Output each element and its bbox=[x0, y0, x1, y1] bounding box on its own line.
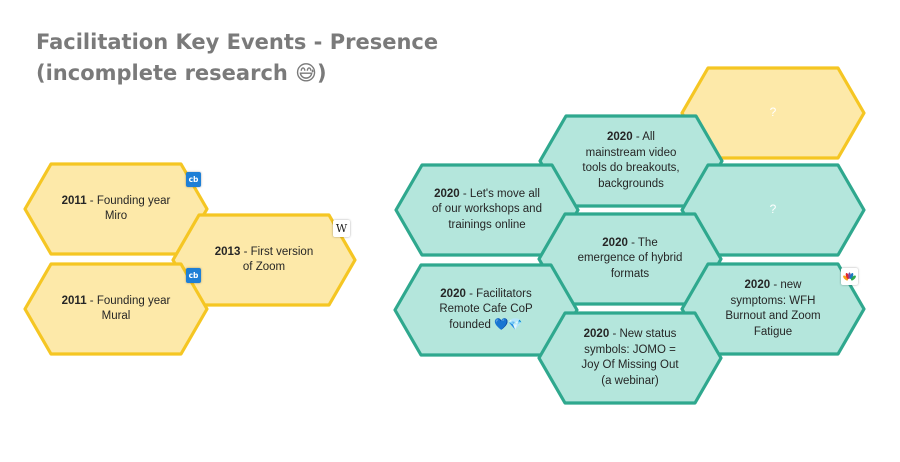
page-title-line-1: Facilitation Key Events - Presence bbox=[36, 30, 439, 54]
hexagon-shape bbox=[680, 262, 866, 356]
event-label-unknown-mid: ? bbox=[769, 202, 777, 217]
event-text: - new symptoms: WFH Burnout and Zoom Fat… bbox=[725, 279, 821, 338]
event-label-miro: 2011 - Founding year Miro bbox=[61, 164, 171, 254]
event-text: - Founding year Mural bbox=[89, 294, 171, 323]
event-hex-zoom[interactable]: 2013 - First version of Zoom bbox=[171, 213, 357, 307]
event-label-jomo: 2020 - New status symbols: JOMO = Joy Of… bbox=[575, 313, 685, 403]
event-hex-wfh[interactable]: 2020 - new symptoms: WFH Burnout and Zoo… bbox=[680, 262, 866, 356]
hexagon-shape bbox=[537, 311, 723, 405]
event-year: 2013 bbox=[214, 245, 241, 258]
event-year: 2020 bbox=[583, 328, 610, 340]
event-label-unknown-top: ? bbox=[769, 105, 777, 120]
event-label-online: 2020 - Let's move all of our workshops a… bbox=[432, 165, 542, 255]
page-title: Facilitation Key Events - Presence (inco… bbox=[36, 27, 438, 89]
crunchbase-icon[interactable]: cb bbox=[186, 172, 201, 187]
event-hex-mural[interactable]: 2011 - Founding year Mural bbox=[23, 262, 209, 356]
hexagon-shape bbox=[680, 66, 866, 160]
event-year: 2020 bbox=[607, 131, 633, 143]
event-text: - Facilitators Remote Cafe CoP founded 💙… bbox=[439, 287, 533, 331]
event-hex-jomo[interactable]: 2020 - New status symbols: JOMO = Joy Of… bbox=[537, 311, 723, 405]
event-hex-unknown-mid[interactable]: ? bbox=[680, 163, 866, 257]
event-label-cop: 2020 - Facilitators Remote Cafe CoP foun… bbox=[431, 265, 541, 355]
event-label-zoom: 2013 - First version of Zoom bbox=[209, 215, 319, 305]
event-label-wfh: 2020 - new symptoms: WFH Burnout and Zoo… bbox=[718, 264, 828, 354]
event-hex-cop[interactable]: 2020 - Facilitators Remote Cafe CoP foun… bbox=[393, 263, 579, 357]
event-text: - All mainstream video tools do breakout… bbox=[582, 131, 680, 190]
hexagon-shape bbox=[23, 262, 209, 356]
event-year: 2020 bbox=[440, 287, 466, 300]
event-label-video-tools: 2020 - All mainstream video tools do bre… bbox=[576, 116, 686, 206]
event-text: - Founding year Miro bbox=[89, 194, 171, 223]
event-year: 2011 bbox=[61, 294, 87, 307]
event-year: 2020 bbox=[434, 187, 460, 200]
event-hex-online[interactable]: 2020 - Let's move all of our workshops a… bbox=[394, 163, 580, 257]
event-text: - Let's move all of our workshops and tr… bbox=[432, 187, 542, 231]
wikipedia-icon[interactable]: W bbox=[333, 220, 350, 237]
crunchbase-icon[interactable]: cb bbox=[186, 268, 201, 283]
event-year: 2020 bbox=[744, 279, 771, 291]
event-label-mural: 2011 - Founding year Mural bbox=[61, 264, 171, 354]
event-text: - First version of Zoom bbox=[242, 245, 314, 274]
event-text: - New status symbols: JOMO = Joy Of Miss… bbox=[581, 328, 679, 387]
peacock-logo-shape bbox=[843, 271, 856, 280]
event-text: - The emergence of hybrid formats bbox=[577, 236, 683, 280]
event-label-hybrid: 2020 - The emergence of hybrid formats bbox=[575, 214, 685, 304]
event-year: 2011 bbox=[61, 194, 87, 207]
page-title-line-2: (incomplete research 😅) bbox=[36, 61, 327, 85]
event-year: 2020 bbox=[602, 236, 628, 249]
nbc-peacock-icon[interactable] bbox=[841, 268, 858, 285]
hexagon-shape bbox=[171, 213, 357, 307]
event-hex-unknown-top[interactable]: ? bbox=[680, 66, 866, 160]
hexagon-shape bbox=[680, 163, 866, 257]
